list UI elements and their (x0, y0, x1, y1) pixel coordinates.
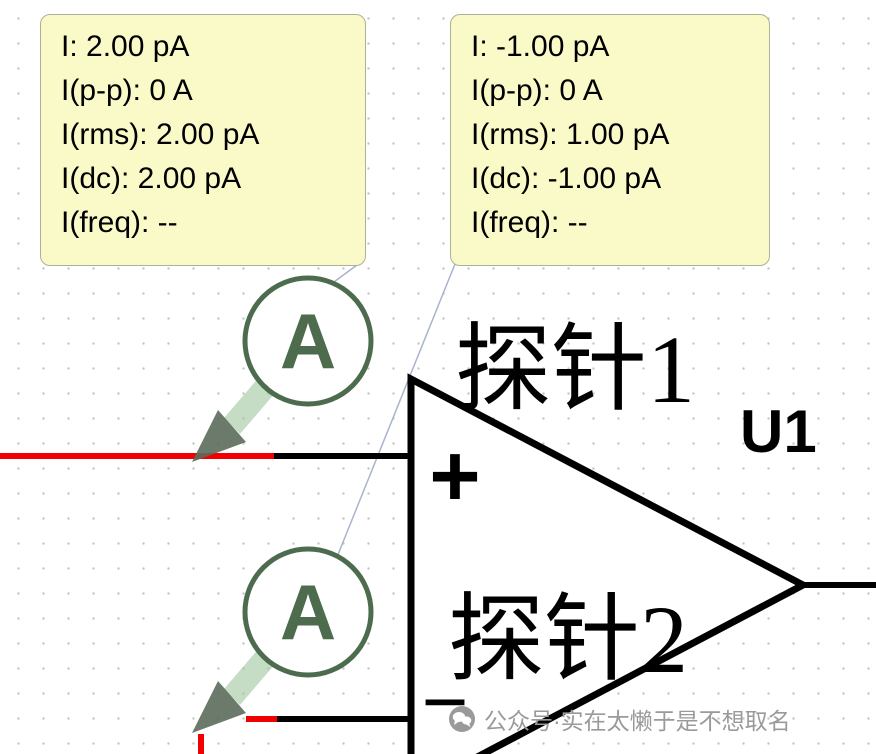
tooltip-line: I(freq): -- (471, 206, 588, 239)
probe1-arrow-icon[interactable] (192, 376, 276, 462)
watermark: 公众号·实在太懒于是不想取名 (448, 702, 791, 736)
tooltip2-leader-line (336, 263, 456, 558)
tooltip-line: I(p-p): 0 A (471, 74, 603, 107)
probe2-ammeter-letter: A (280, 568, 336, 656)
chat-bubbles-icon (449, 706, 475, 732)
probe1-ammeter-icon[interactable] (242, 275, 374, 407)
probe1-arrow-head (192, 410, 246, 462)
probe1-measurement-tooltip: I: 2.00 pA I(p-p): 0 A I(rms): 2.00 pA I… (40, 14, 366, 266)
tooltip-line: I(p-p): 0 A (61, 74, 193, 107)
probe1-arrow-shaft (224, 376, 276, 434)
probe2-ammeter-icon[interactable] (242, 546, 374, 678)
tooltip-line: I(rms): 2.00 pA (61, 118, 260, 151)
tooltip-line: I: -1.00 pA (471, 30, 610, 63)
tooltip-line: I(dc): 2.00 pA (61, 162, 242, 195)
probe2-arrow-shaft (224, 647, 276, 705)
tooltip-line: I: 2.00 pA (61, 30, 190, 63)
opamp-plus-input-label: + (429, 426, 480, 525)
opamp-designator[interactable]: U1 (740, 398, 817, 465)
opamp-triangle-symbol[interactable] (407, 373, 811, 754)
probe2-arrow-icon[interactable] (192, 647, 276, 733)
tooltip-line: I(dc): -1.00 pA (471, 162, 662, 195)
watermark-text: 公众号·实在太懒于是不想取名 (484, 708, 791, 734)
probe1-ammeter-letter: A (280, 297, 336, 385)
probe2-arrow-head (192, 681, 246, 733)
tooltip-line: I(rms): 1.00 pA (471, 118, 670, 151)
tooltip-line: I(freq): -- (61, 206, 178, 239)
probe2-measurement-tooltip: I: -1.00 pA I(p-p): 0 A I(rms): 1.00 pA … (450, 14, 770, 266)
probe1-name-label[interactable]: 探针1 (455, 316, 695, 423)
probe2-name-label[interactable]: 探针2 (448, 586, 688, 693)
